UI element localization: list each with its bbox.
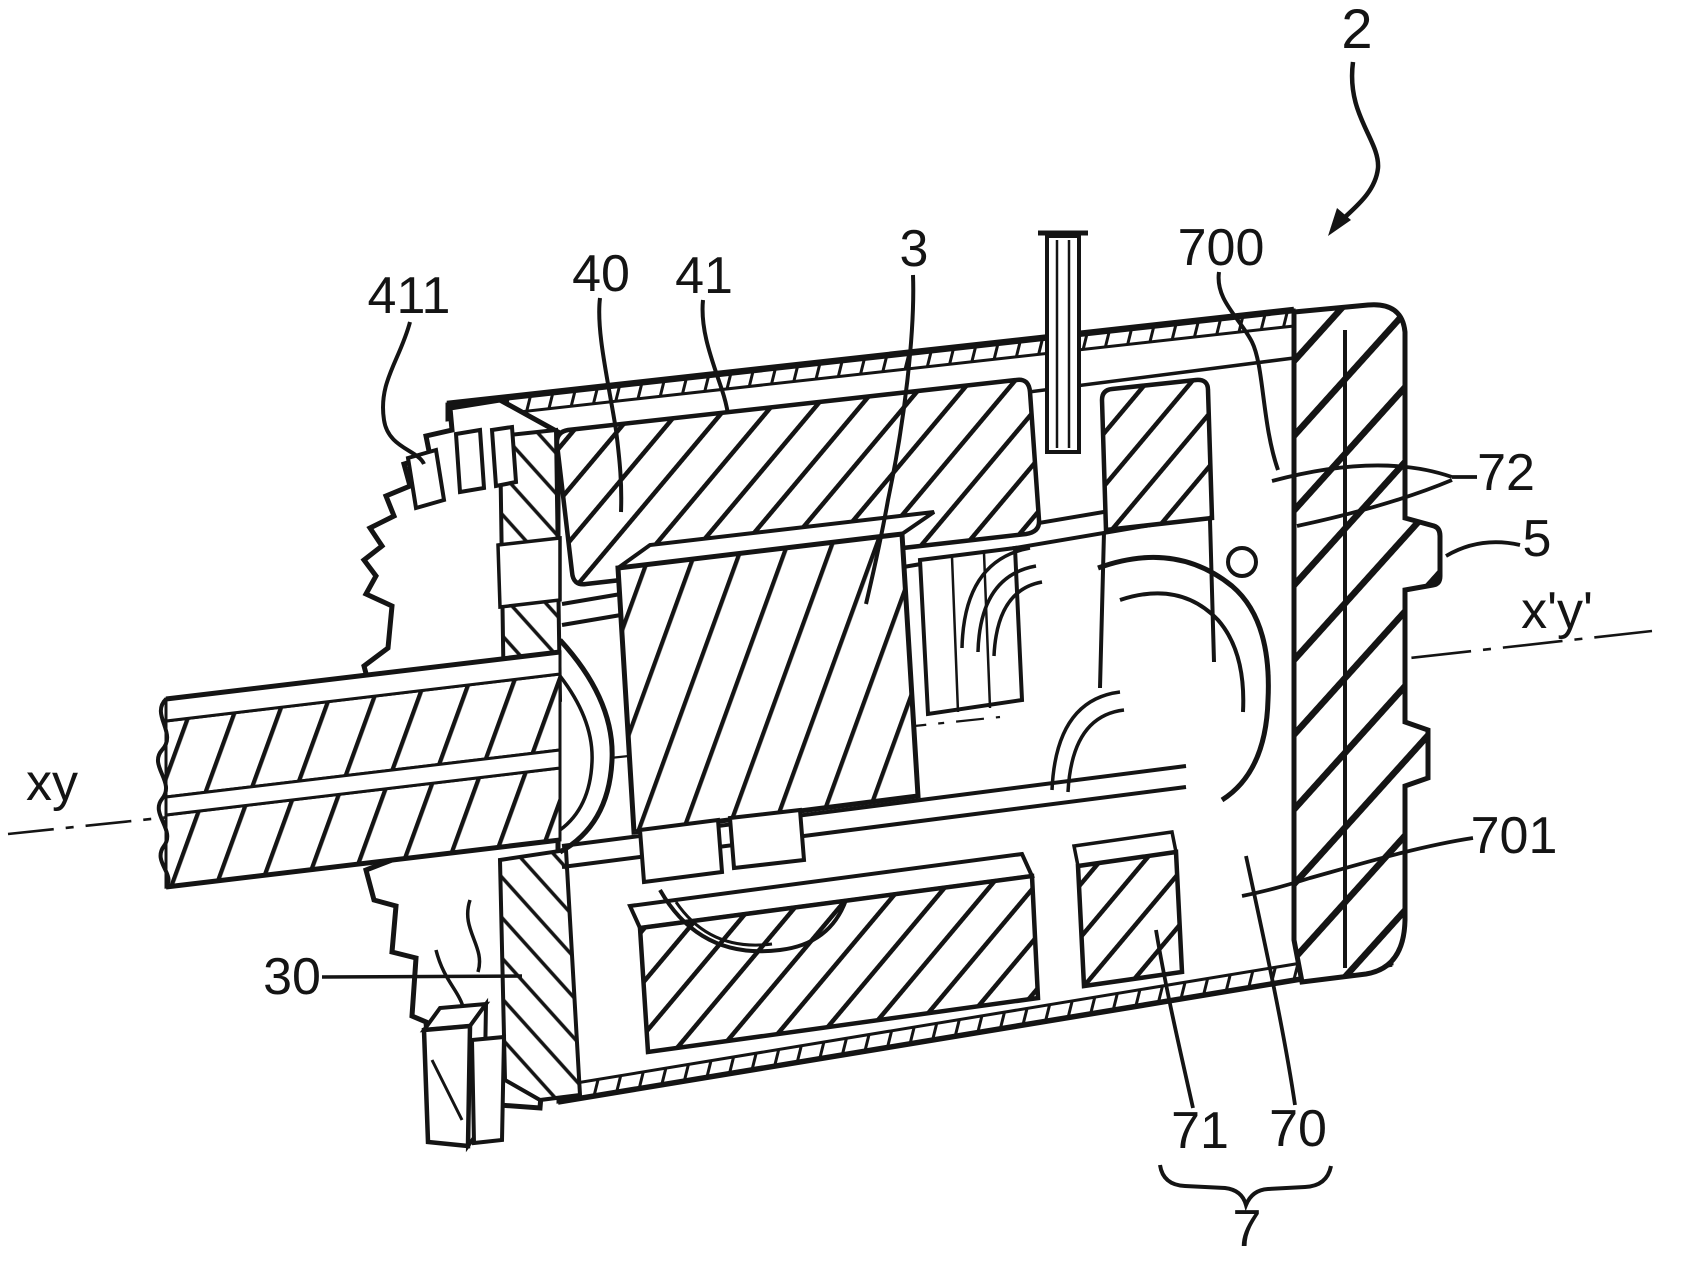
label-axis-left: xy [26, 754, 78, 812]
upper-magnet [554, 377, 1042, 587]
reference-labels: 2 411 40 41 3 700 72 5 x'y' xy 30 701 71… [26, 0, 1593, 1258]
end-cap-body [1291, 302, 1443, 985]
leader-411 [381, 321, 426, 466]
brush-box-crack [430, 1059, 464, 1121]
bearing-boss-outer-arc [558, 638, 615, 855]
bearing-assembly [960, 519, 1271, 803]
stator-magnets [554, 377, 1215, 1055]
leader-5 [1445, 540, 1521, 558]
label-700: 700 [1178, 219, 1265, 277]
leader-71 [1154, 929, 1195, 1109]
brush-holder-right [727, 807, 807, 871]
brush-holder-left [637, 817, 725, 885]
right-end-cap [1291, 302, 1443, 985]
brush-spring-outer [658, 889, 848, 954]
bracket-slot-right [489, 424, 519, 489]
shaft-bore-strip [164, 748, 562, 817]
bearing-boss-inner-arc [558, 674, 594, 832]
leader-41 [700, 299, 730, 415]
rotor-assembly [615, 510, 1025, 835]
label-2: 2 [1341, 0, 1372, 60]
commutator [917, 545, 1025, 717]
label-30: 30 [263, 948, 321, 1006]
brush-spring-inner [674, 901, 773, 947]
label-411: 411 [368, 267, 451, 325]
brace-7 [1158, 1164, 1333, 1212]
rotor-core [615, 531, 921, 835]
label-7: 7 [1233, 1200, 1262, 1258]
housing-bottom-outer-edge [557, 961, 1393, 1105]
bearing-inner-race [1119, 591, 1246, 713]
bearing-outer-race [1097, 554, 1271, 803]
leader-701 [1241, 836, 1474, 898]
bearing-holder-walls [1098, 519, 1216, 689]
bracket-tooth [405, 447, 447, 511]
shaft-break-line [155, 697, 171, 889]
terminal-pin-inner-lines [1055, 240, 1071, 448]
commutator-segments [950, 552, 992, 713]
brush-box-second [469, 1034, 507, 1146]
leader-lines [321, 61, 1521, 1212]
bracket-boss-window [496, 536, 562, 609]
leader-2 [1332, 61, 1381, 230]
leader-30 [321, 974, 523, 979]
leader-700 [1216, 271, 1280, 471]
lower-right-magnet [1075, 849, 1185, 989]
label-41: 41 [675, 247, 733, 305]
label-70: 70 [1269, 1100, 1327, 1158]
spring-hooks-upper [960, 546, 1043, 657]
leader-72 [1271, 463, 1477, 528]
brush-assembly [419, 807, 848, 1153]
label-40: 40 [572, 245, 630, 303]
leader-40 [597, 297, 624, 513]
housing-top-outer-edge [446, 306, 1295, 408]
lower-magnet [637, 873, 1041, 1055]
bracket-slot-left [453, 427, 487, 495]
spring-hooks-lower [1050, 690, 1125, 793]
label-axis-right: x'y' [1521, 582, 1593, 640]
label-701: 701 [1471, 807, 1558, 865]
terminal-pin [1038, 230, 1088, 454]
motor-shaft [155, 638, 615, 890]
leader-2-arrowhead [1328, 208, 1351, 236]
terminal-pin-body [1045, 234, 1081, 454]
brush-box-front-face [421, 1023, 473, 1149]
label-71: 71 [1171, 1102, 1229, 1160]
label-3: 3 [900, 220, 929, 278]
shaft-outline [165, 649, 561, 890]
upper-right-magnet [1099, 377, 1215, 533]
bearing-ball [1226, 546, 1258, 578]
label-5: 5 [1523, 510, 1552, 568]
leader-70 [1244, 855, 1297, 1106]
leader-3 [864, 274, 916, 605]
label-72: 72 [1477, 444, 1535, 502]
